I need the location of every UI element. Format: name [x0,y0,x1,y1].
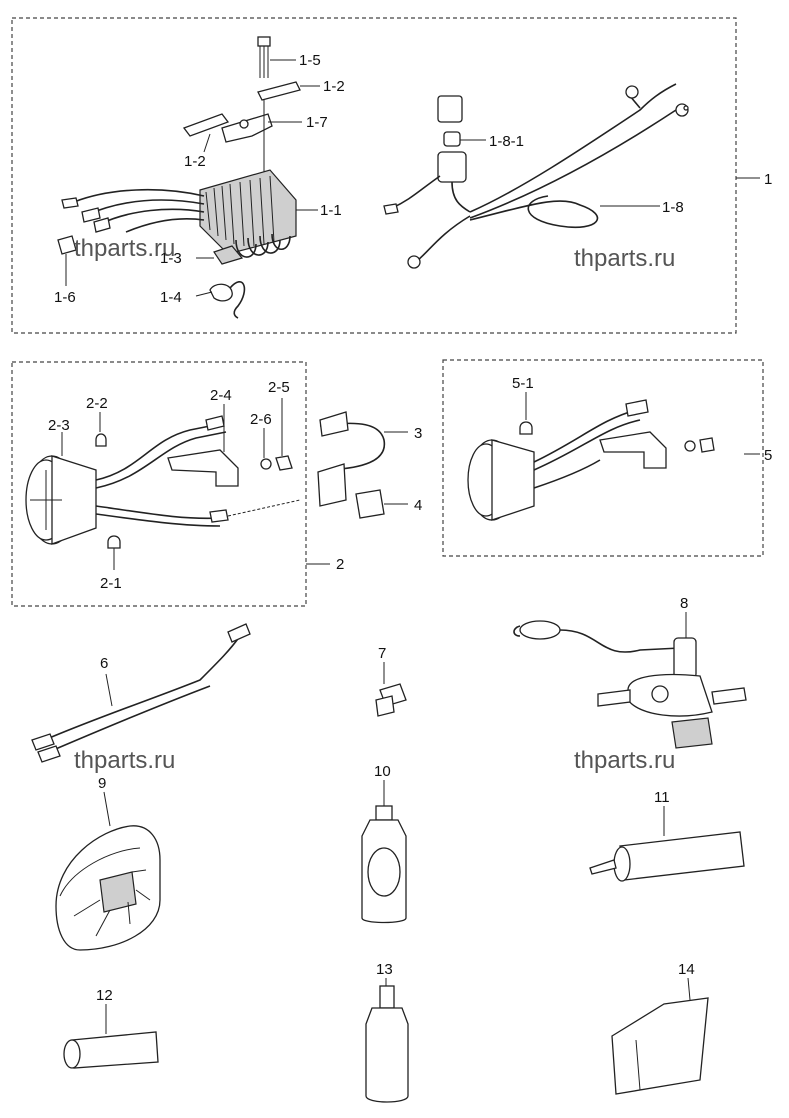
callout-5: 5 [764,447,772,464]
callout-2: 2 [336,556,344,573]
fuse-4 [355,489,385,519]
callout-1-5: 1-5 [299,52,321,69]
callout-1-6: 1-6 [54,289,76,306]
callout-8: 8 [680,595,688,612]
callout-2-4: 2-4 [210,387,232,404]
group-box-5 [442,359,764,557]
pack-14 [611,997,709,1095]
callout-10: 10 [374,763,391,780]
callout-2-6: 2-6 [250,411,272,428]
callout-1-1: 1-1 [320,202,342,219]
callout-4: 4 [414,497,422,514]
callout-1-8-1: 1-8-1 [489,133,524,150]
watermark-4: thparts.ru [574,747,675,774]
shoe-9 [55,825,161,951]
lead-wire-3 [317,411,386,507]
callout-2-3: 2-3 [48,417,70,434]
tube-11 [589,831,745,882]
watermark-1: thparts.ru [74,235,175,262]
leader-lines [61,59,760,1034]
callout-2-5: 2-5 [268,379,290,396]
callout-1-2-left: 1-2 [184,153,206,170]
group-box-1 [11,17,737,334]
callout-1-3: 1-3 [160,250,182,267]
bottle-13 [365,985,409,1103]
callout-1-2-top: 1-2 [323,78,345,95]
callout-11: 11 [654,789,670,806]
callout-3: 3 [414,425,422,442]
rectifier-assembly [57,36,301,319]
callout-1: 1 [764,171,772,188]
valve-assembly-8 [513,620,747,749]
callout-1-4: 1-4 [160,289,182,306]
fitting-7 [375,683,407,717]
callout-12: 12 [96,987,113,1004]
group-box-2 [11,361,307,607]
tube-12 [63,1031,159,1069]
callout-14: 14 [678,961,695,978]
callout-2-2: 2-2 [86,395,108,412]
watermark-3: thparts.ru [74,747,175,774]
bottle-10 [361,805,407,924]
wire-harness-assembly [383,83,689,269]
watermark-2: thparts.ru [574,245,675,272]
callout-7: 7 [378,645,386,662]
callout-2-1: 2-1 [100,575,122,592]
callout-labels: 1-5 1-2 1-7 1-2 1-1 1-3 1-4 1-6 1-8-1 1-… [48,52,772,1004]
callout-1-8: 1-8 [662,199,684,216]
callout-6: 6 [100,655,108,672]
meter-assembly-2 [25,415,301,549]
callout-1-7: 1-7 [306,114,328,131]
callout-5-1: 5-1 [512,375,534,392]
wire-6 [31,623,251,763]
callout-9: 9 [98,775,106,792]
meter-assembly-5 [467,399,715,521]
callout-13: 13 [376,961,393,978]
